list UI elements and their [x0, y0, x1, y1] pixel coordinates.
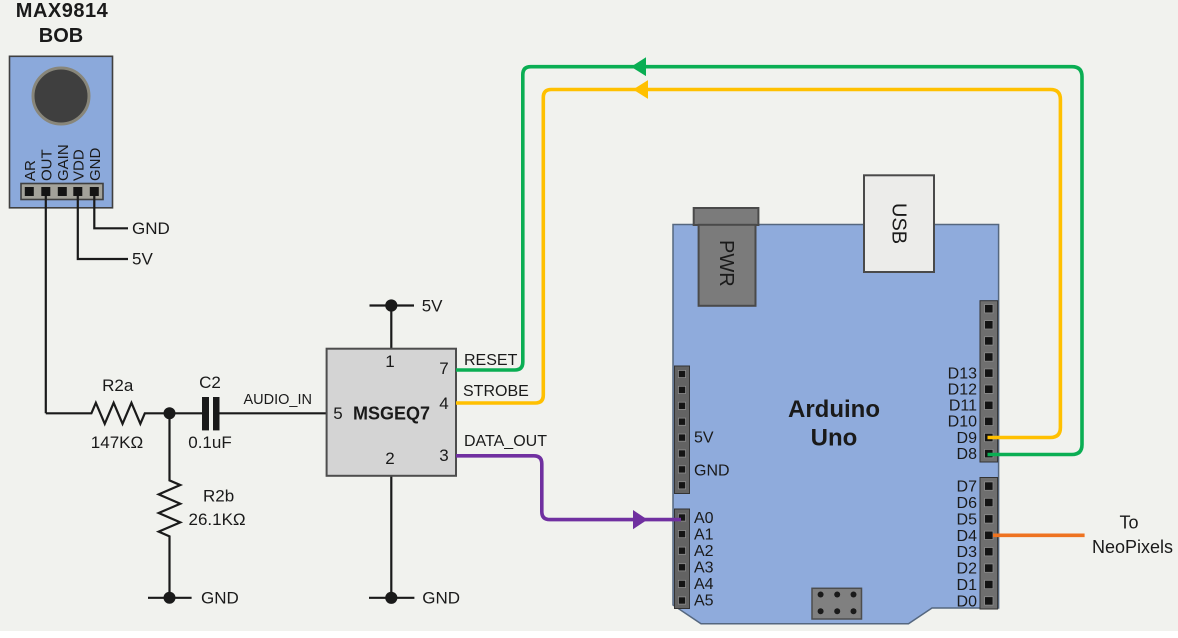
svg-text:D12: D12 — [948, 382, 977, 399]
svg-text:GND: GND — [201, 589, 239, 608]
svg-text:GND: GND — [87, 148, 104, 182]
svg-text:D6: D6 — [957, 495, 978, 512]
svg-text:D8: D8 — [957, 446, 978, 463]
svg-text:26.1KΩ: 26.1KΩ — [189, 510, 246, 529]
svg-text:5V: 5V — [132, 250, 153, 269]
svg-text:D11: D11 — [949, 398, 977, 415]
svg-text:DATA_OUT: DATA_OUT — [464, 433, 547, 450]
svg-text:D1: D1 — [957, 577, 978, 594]
svg-text:Uno: Uno — [811, 425, 858, 452]
svg-text:AUDIO_IN: AUDIO_IN — [244, 392, 313, 408]
svg-text:GAIN: GAIN — [55, 144, 72, 181]
svg-text:GND: GND — [694, 463, 730, 480]
svg-text:147KΩ: 147KΩ — [91, 433, 143, 452]
svg-text:GND: GND — [132, 219, 170, 238]
svg-text:2: 2 — [385, 449, 394, 468]
svg-text:C2: C2 — [199, 373, 221, 392]
svg-text:0.1uF: 0.1uF — [188, 433, 231, 452]
svg-text:VDD: VDD — [70, 149, 87, 181]
svg-text:D9: D9 — [957, 430, 978, 447]
svg-text:1: 1 — [385, 352, 394, 371]
svg-text:STROBE: STROBE — [463, 383, 529, 400]
svg-text:MSGEQ7: MSGEQ7 — [353, 404, 430, 424]
svg-text:D4: D4 — [957, 528, 978, 545]
svg-text:GND: GND — [422, 589, 460, 608]
svg-text:4: 4 — [439, 394, 448, 413]
svg-text:5V: 5V — [422, 297, 443, 316]
svg-text:3: 3 — [439, 446, 448, 465]
svg-text:A3: A3 — [694, 560, 714, 577]
svg-text:D10: D10 — [948, 414, 977, 431]
svg-text:OUT: OUT — [38, 149, 55, 181]
svg-text:5V: 5V — [694, 430, 714, 447]
svg-text:D7: D7 — [957, 479, 978, 496]
svg-text:R2a: R2a — [102, 376, 134, 395]
svg-text:R2b: R2b — [203, 487, 234, 506]
svg-text:RESET: RESET — [464, 352, 518, 369]
svg-text:Arduino: Arduino — [788, 396, 880, 423]
svg-text:5: 5 — [333, 404, 342, 423]
svg-text:7: 7 — [439, 359, 448, 378]
svg-text:D3: D3 — [957, 544, 978, 561]
svg-text:D2: D2 — [957, 561, 978, 578]
svg-text:USB: USB — [887, 203, 909, 244]
svg-text:D13: D13 — [948, 366, 977, 383]
svg-text:MAX9814: MAX9814 — [16, 0, 109, 22]
svg-text:AR: AR — [22, 160, 39, 181]
svg-text:A5: A5 — [694, 593, 714, 610]
svg-text:A1: A1 — [694, 527, 714, 544]
svg-text:D0: D0 — [957, 593, 978, 610]
svg-text:BOB: BOB — [39, 25, 83, 47]
svg-text:To: To — [1119, 513, 1138, 533]
svg-text:A2: A2 — [694, 543, 714, 560]
svg-text:D5: D5 — [957, 511, 978, 528]
svg-text:NeoPixels: NeoPixels — [1092, 537, 1173, 557]
svg-text:PWR: PWR — [715, 240, 737, 287]
svg-text:A0: A0 — [694, 510, 714, 527]
svg-text:A4: A4 — [694, 576, 714, 593]
